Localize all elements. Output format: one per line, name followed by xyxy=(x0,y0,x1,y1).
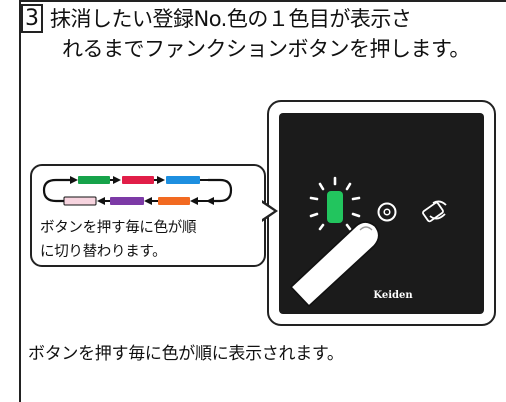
instruction-heading: 抹消したい登録No.色の１色目が表示さ れるまでファンクションボタンを押します。 xyxy=(50,4,502,64)
heading-line-1: 抹消したい登録No.色の１色目が表示さ xyxy=(50,7,412,31)
brand-logo: Keiden xyxy=(373,290,413,301)
panel-left-border xyxy=(19,0,21,402)
heading-line-2: れるまでファンクションボタンを押します。 xyxy=(62,37,470,61)
footer-note: ボタンを押す毎に色が順に表示されます。 xyxy=(28,344,344,364)
color-cycle-diagram xyxy=(42,176,233,206)
callout-text-line-2: に切り替わります。 xyxy=(40,244,167,260)
callout-text-line-1: ボタンを押す毎に色が順 xyxy=(40,220,197,236)
finger-icon xyxy=(289,221,380,308)
function-button xyxy=(377,202,397,222)
arrow-right-1 xyxy=(113,176,121,184)
arrow-left-3 xyxy=(190,197,198,205)
color-swatch-orange xyxy=(158,197,190,205)
color-swatch-purple xyxy=(110,197,144,205)
cycle-loop-right xyxy=(208,178,233,203)
color-swatch-blue xyxy=(166,176,200,184)
function-button-center xyxy=(383,208,391,216)
panel-top-border xyxy=(21,0,506,2)
color-swatch-green xyxy=(78,176,110,184)
lit-indicator xyxy=(309,176,361,231)
step-number: 3 xyxy=(21,4,43,33)
cycle-loop-left xyxy=(42,178,70,203)
arrow-left-2 xyxy=(144,197,152,205)
callout-text: ボタンを押す毎に色が順 に切り替わります。 xyxy=(40,216,260,264)
color-swatch-pink xyxy=(63,196,97,206)
color-swatch-red xyxy=(122,176,154,184)
callout-tail-fill xyxy=(262,203,274,219)
card-touch-icon xyxy=(422,200,447,223)
cycle-arrowhead-left xyxy=(70,176,78,184)
arrow-right-2 xyxy=(157,176,165,184)
arrow-left-1 xyxy=(97,197,105,205)
indicator-led xyxy=(327,191,343,223)
